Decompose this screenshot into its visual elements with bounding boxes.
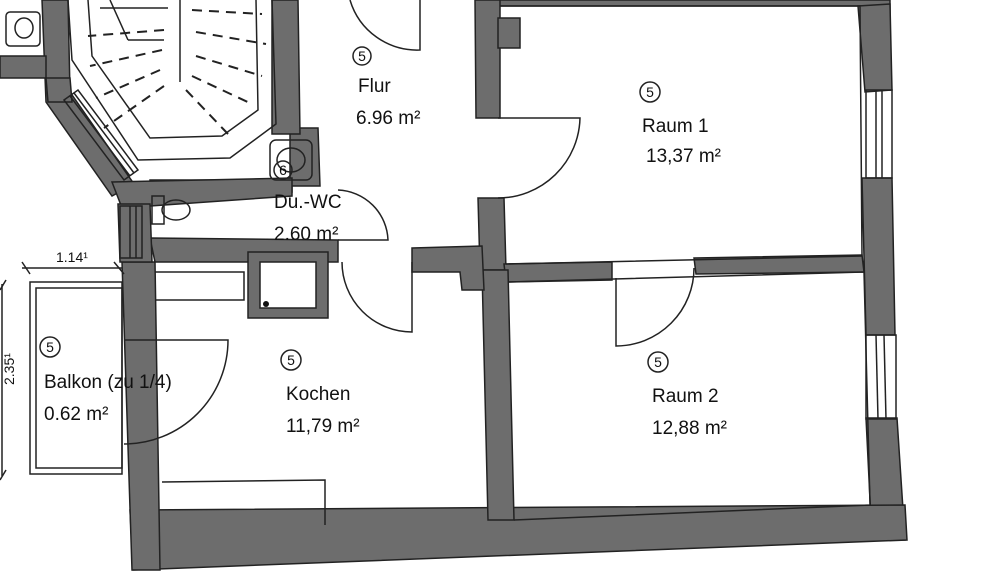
toilet-top-icon <box>5 11 41 47</box>
room-area-balkon: 0.62 m² <box>44 404 108 425</box>
wall-right-mid <box>861 177 896 336</box>
balcony-depth-label: 2.35¹ <box>1 353 17 385</box>
door-flur-top <box>349 0 421 51</box>
door-raum2 <box>615 267 695 347</box>
door-raum1 <box>497 117 581 199</box>
doors <box>123 0 695 445</box>
wall-raum1-stub <box>497 17 521 49</box>
wall-top-right <box>475 0 891 85</box>
fixtures <box>5 11 329 319</box>
door-balkon <box>123 339 229 445</box>
window-raum1 <box>865 89 893 179</box>
room-name-kochen: Kochen <box>286 384 350 405</box>
room-marker-raum1 <box>639 81 661 103</box>
windows <box>62 88 897 420</box>
wall-left-kitchen <box>121 261 161 571</box>
toilet-icon <box>151 195 165 225</box>
wall-balcony-jamb <box>117 203 153 263</box>
wall-right-exterior <box>857 3 893 93</box>
raum1-outline <box>500 5 863 265</box>
window-bath <box>119 205 143 259</box>
room-marker-flur <box>352 46 372 66</box>
svg-text:5: 5 <box>654 354 662 370</box>
room-outlines <box>155 5 871 525</box>
room-area-duwc: 2.60 m² <box>274 224 338 245</box>
room-name-flur: Flur <box>358 76 391 97</box>
svg-text:5: 5 <box>646 84 654 100</box>
wall-stair-left-low <box>45 77 73 103</box>
wall-stair-left-top <box>0 55 47 79</box>
window-stair <box>62 88 140 182</box>
room-area-flur: 6.96 m² <box>356 108 420 129</box>
room-name-duwc: Du.-WC <box>274 192 342 213</box>
door-kochen <box>341 261 413 333</box>
wall-flur-kochen-right <box>411 245 485 291</box>
window-raum2 <box>865 334 897 420</box>
room-marker-kochen <box>280 349 302 371</box>
room-name-balkon: Balkon (zu 1/4) <box>44 372 172 393</box>
walls <box>0 0 908 571</box>
dimension-lines: 1.14¹ 2.35¹ <box>0 249 125 481</box>
svg-text:5: 5 <box>358 48 366 64</box>
wall-stair-bottom <box>110 177 293 209</box>
sink-icon <box>269 139 313 181</box>
svg-text:5: 5 <box>287 352 295 368</box>
room-area-raum1: 13,37 m² <box>646 146 721 167</box>
room-labels: 5 Flur 6.96 m² 5 Raum 1 13,37 m² 6 Du.-W… <box>39 46 727 439</box>
room-name-raum1: Raum 1 <box>642 116 709 137</box>
room-marker-raum2 <box>647 351 669 373</box>
balcony-width-label: 1.14¹ <box>56 249 88 265</box>
kitchen-counter <box>161 479 326 525</box>
staircase <box>67 0 277 161</box>
door-duwc <box>337 189 389 241</box>
room-marker-duwc <box>273 160 293 180</box>
wall-bottom <box>129 504 908 571</box>
svg-text:6: 6 <box>279 162 287 178</box>
wall-stair-right <box>271 0 301 135</box>
room-area-raum2: 12,88 m² <box>652 418 727 439</box>
balcony <box>29 281 123 475</box>
room-area-kochen: 11,79 m² <box>286 416 360 437</box>
room-marker-balkon <box>39 336 61 358</box>
raum2-outline <box>507 271 871 521</box>
wall-raum1-left-top <box>474 0 501 119</box>
wall-kochen-raum2 <box>481 269 515 521</box>
svg-text:5: 5 <box>46 339 54 355</box>
kochen-outline <box>155 271 245 301</box>
room-name-raum2: Raum 2 <box>652 386 719 407</box>
